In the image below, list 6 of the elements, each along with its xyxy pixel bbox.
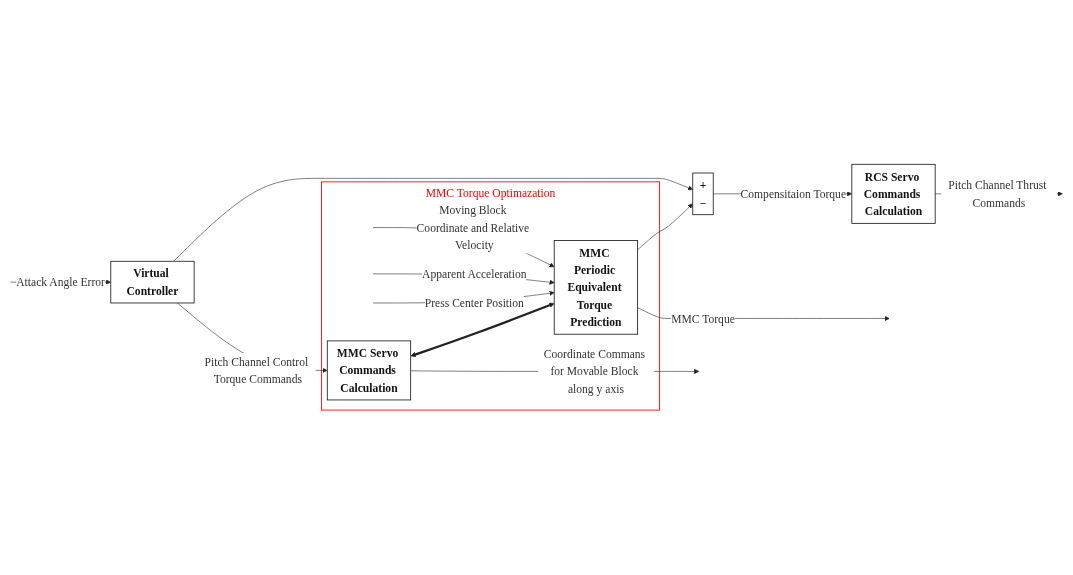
- process-box: Virtual Controller: [110, 261, 195, 304]
- process-box: MMC Servo Commands Calculation: [326, 340, 412, 401]
- process-box: RCS Servo Commands Calculation: [851, 164, 936, 225]
- arrow: [410, 303, 555, 358]
- process-box: MMC Periodic Equivalent Torque Prediction: [553, 240, 639, 335]
- process-box: + −: [692, 172, 714, 216]
